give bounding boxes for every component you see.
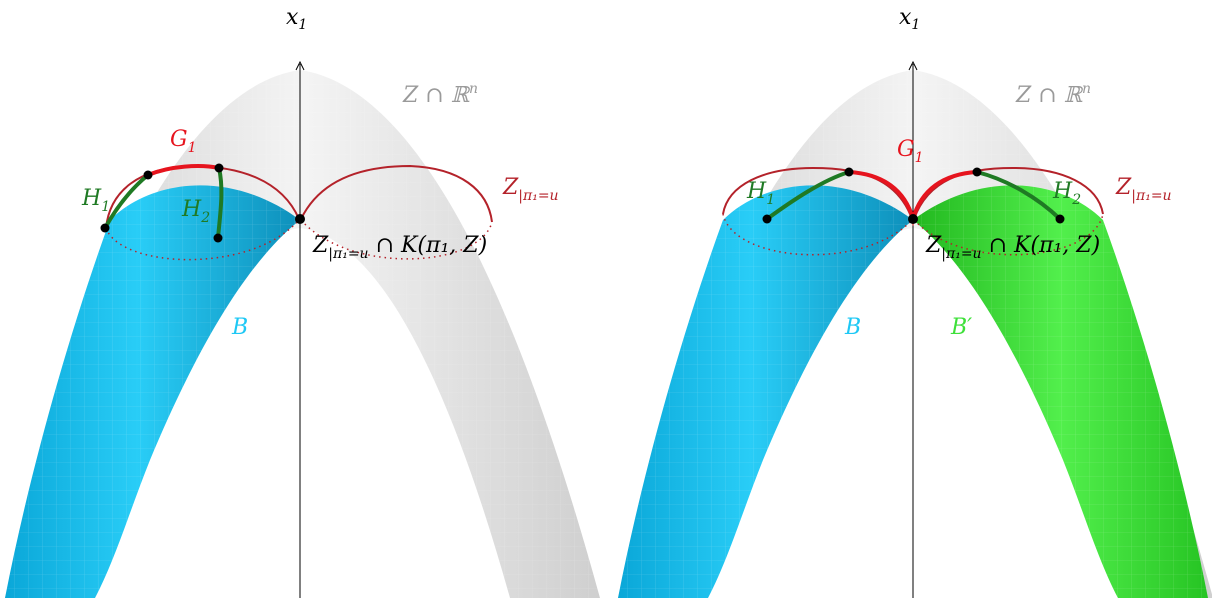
set-label-sup: n xyxy=(1082,81,1091,97)
intersection-label: Z xyxy=(925,233,942,258)
curve-H1 xyxy=(765,170,850,221)
svg-text:Z|π₁=u ∩ K(π₁, Z): Z|π₁=u ∩ K(π₁, Z) xyxy=(925,233,1100,262)
arc-G1 xyxy=(147,164,220,177)
svg-text:Z ∩ ℝn: Z ∩ ℝn xyxy=(402,81,478,108)
axis-label: x xyxy=(899,5,912,30)
x1-axis-arrow-icon xyxy=(295,60,305,71)
G1-label-sub: 1 xyxy=(188,140,197,156)
G1-label: G xyxy=(897,137,915,162)
svg-text:Z|π₁=u ∩ K(π₁, Z): Z|π₁=u ∩ K(π₁, Z) xyxy=(312,233,487,262)
G1-label-sub: 1 xyxy=(915,150,924,166)
intersection-label: Z xyxy=(312,233,329,258)
point xyxy=(213,233,223,243)
H2-label-sub: 2 xyxy=(200,210,210,226)
axis-label-sub: 1 xyxy=(298,17,307,33)
H1-label: H xyxy=(746,179,767,204)
fiber-dotted-left xyxy=(105,219,300,261)
B-label: B xyxy=(844,315,861,340)
svg-text:G1: G1 xyxy=(897,137,924,166)
panel-right: x1 Z ∩ ℝn Z|π₁=u G1 H1 H2 Z|π₁=u ∩ K(π₁,… xyxy=(618,5,1212,598)
set-label-sup: n xyxy=(469,81,478,97)
fiber-label: Z xyxy=(502,175,519,200)
fiber-curve-left xyxy=(722,166,913,220)
svg-text:H2: H2 xyxy=(1052,179,1081,208)
point xyxy=(762,214,772,224)
fiber-label-sub: |π₁=u xyxy=(1131,188,1171,204)
axis-label: x xyxy=(286,5,299,30)
point-intersection xyxy=(295,214,305,224)
intersection-label-sub: |π₁=u xyxy=(941,246,981,262)
axis-label-sub: 1 xyxy=(911,17,920,33)
x1-axis-arrow-icon xyxy=(908,60,918,71)
point xyxy=(214,163,224,173)
fiber-label: Z xyxy=(1115,175,1132,200)
curve-H2 xyxy=(216,167,224,239)
svg-text:H1: H1 xyxy=(746,179,775,208)
fiber-label-sub: |π₁=u xyxy=(518,188,558,204)
svg-text:H2: H2 xyxy=(181,197,210,226)
set-label: Z ∩ ℝ xyxy=(1015,83,1084,108)
intersection-label-rest: ∩ K(π₁, Z) xyxy=(982,233,1101,258)
fiber-dotted-right xyxy=(300,219,493,260)
intersection-label-sub: |π₁=u xyxy=(328,246,368,262)
panel-left: x1 Z ∩ ℝn Z|π₁=u G1 H1 H2 Z|π₁=u ∩ K(π₁,… xyxy=(5,5,600,598)
fiber-curve-right xyxy=(913,166,1104,220)
svg-text:Z|π₁=u: Z|π₁=u xyxy=(1115,175,1172,204)
H2-label-sub: 2 xyxy=(1071,192,1081,208)
set-label: Z ∩ ℝ xyxy=(402,83,471,108)
svg-text:H1: H1 xyxy=(81,186,110,215)
G1-label: G xyxy=(170,127,188,152)
point-intersection xyxy=(908,214,918,224)
point xyxy=(1055,214,1065,224)
H1-label-sub: 1 xyxy=(766,192,775,208)
point xyxy=(844,167,854,177)
svg-text:x1: x1 xyxy=(286,5,307,33)
point xyxy=(143,170,153,180)
B-prime-label: B′ xyxy=(950,315,972,340)
svg-text:Z|π₁=u: Z|π₁=u xyxy=(502,175,559,204)
H2-label: H xyxy=(181,197,202,222)
H1-label: H xyxy=(81,186,102,211)
svg-text:x1: x1 xyxy=(899,5,920,33)
H1-label-sub: 1 xyxy=(101,199,110,215)
intersection-label-rest: ∩ K(π₁, Z) xyxy=(369,233,488,258)
svg-text:G1: G1 xyxy=(170,127,197,156)
curve-H1 xyxy=(103,173,150,229)
point xyxy=(100,223,110,233)
curve-H2 xyxy=(976,170,1062,221)
B-label: B xyxy=(231,315,248,340)
fiber-curve-right xyxy=(300,164,493,223)
point xyxy=(972,167,982,177)
svg-text:Z ∩ ℝn: Z ∩ ℝn xyxy=(1015,81,1091,108)
H2-label: H xyxy=(1052,179,1073,204)
